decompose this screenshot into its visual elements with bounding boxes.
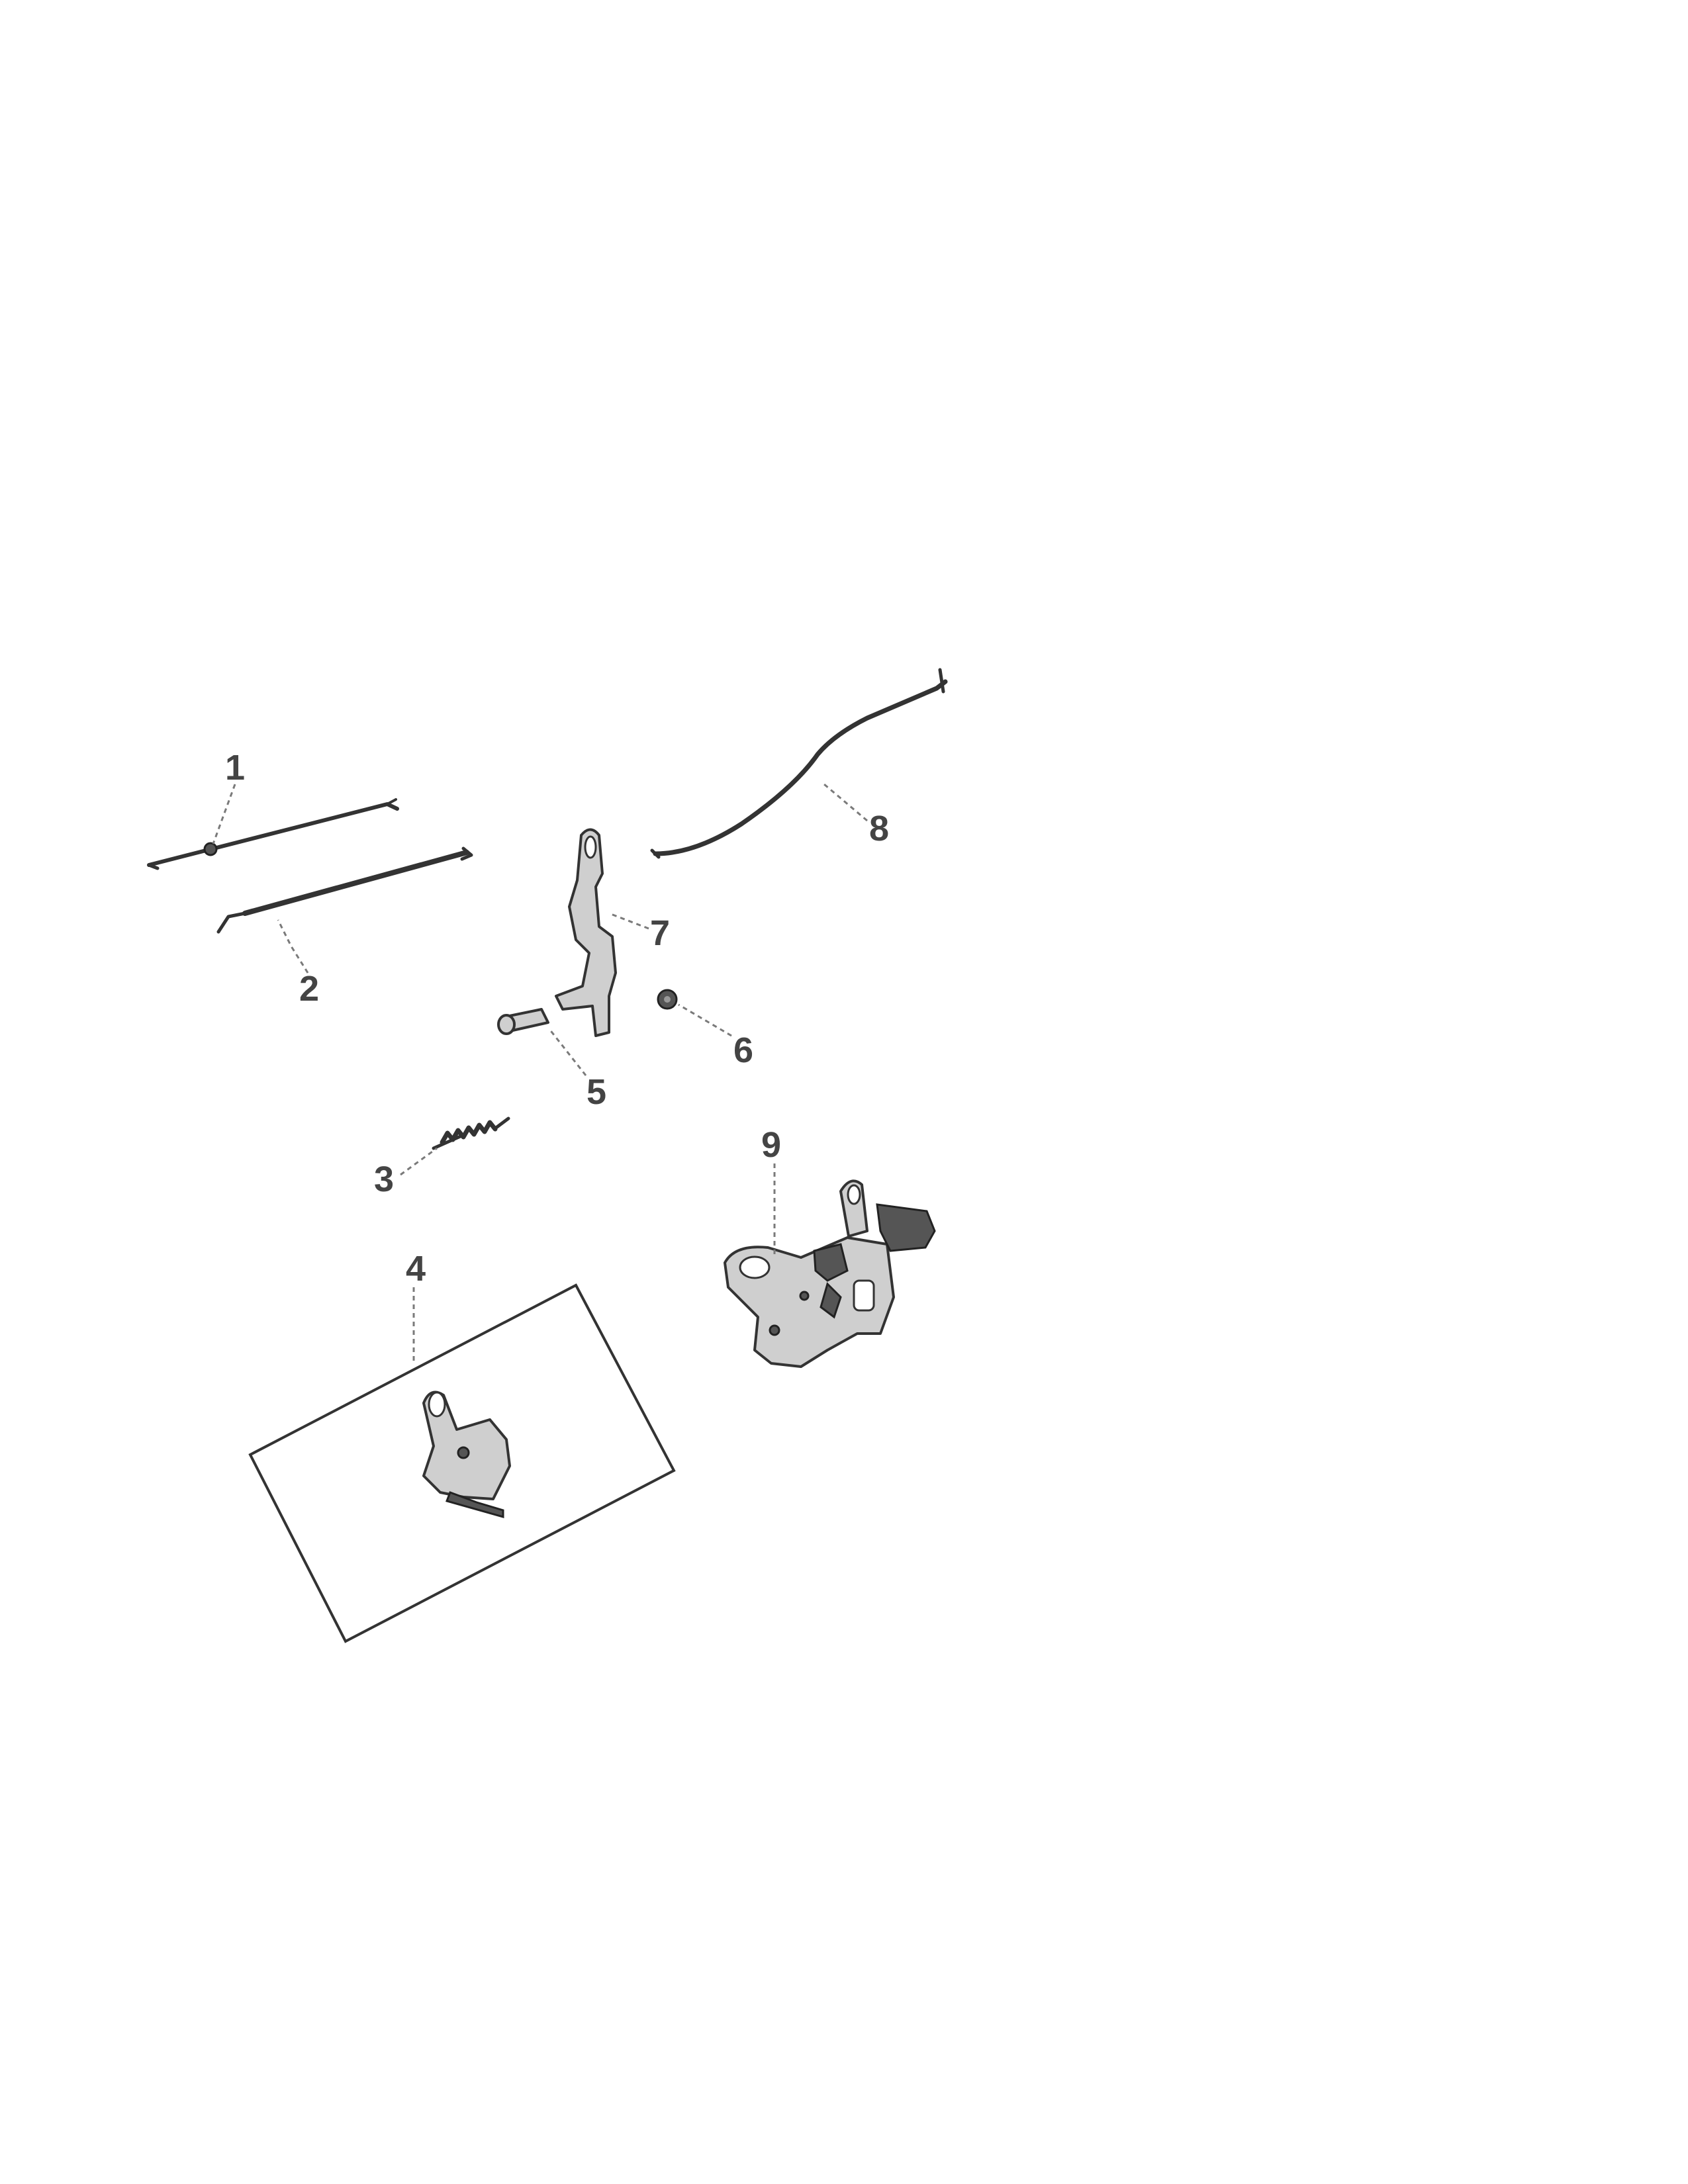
callout-3: 3 (374, 1160, 394, 1199)
part-2-rod (216, 846, 473, 934)
callout-9: 9 (761, 1125, 781, 1165)
callout-4: 4 (406, 1249, 426, 1289)
part-5-pin (497, 1008, 549, 1035)
callout-6: 6 (733, 1030, 753, 1070)
part-7-lever (555, 828, 617, 1037)
part-8-cable (650, 668, 948, 859)
callout-7: 7 (650, 913, 670, 953)
leader-lines (212, 783, 868, 1363)
part-4-kit-box (248, 1283, 676, 1643)
callouts: 1 2 3 4 5 6 7 8 9 (225, 748, 889, 1289)
part-3-spring (432, 1116, 510, 1150)
callout-1: 1 (225, 748, 245, 788)
part-9-latch-assembly (724, 1179, 936, 1368)
part-6-nut (657, 989, 678, 1010)
callout-8: 8 (869, 809, 889, 848)
callout-2: 2 (299, 969, 319, 1009)
part-1-rod (147, 798, 399, 870)
callout-5: 5 (586, 1072, 606, 1112)
